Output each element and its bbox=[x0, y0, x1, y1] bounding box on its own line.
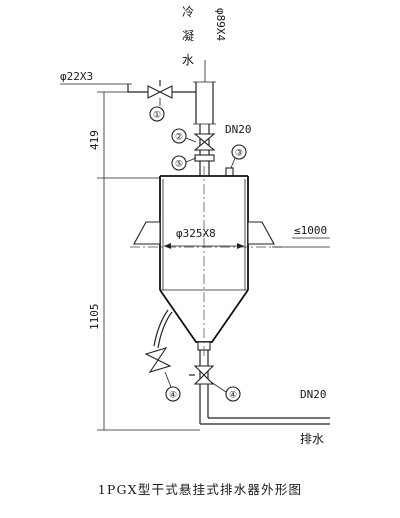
svg-text:③: ③ bbox=[235, 149, 243, 159]
svg-text:水: 水 bbox=[182, 53, 194, 67]
side-drain: ④ bbox=[144, 309, 181, 402]
pipe-side-size-label: φ22X3 bbox=[60, 70, 93, 83]
bottom-drain: ④ bbox=[189, 350, 330, 425]
svg-text:1105: 1105 bbox=[88, 304, 101, 331]
side-branch-pipe: φ22X3 ① bbox=[60, 70, 196, 122]
svg-text:④: ④ bbox=[169, 391, 177, 401]
callout-4-right bbox=[225, 386, 241, 402]
condenser-water-label: 冷 凝 水 bbox=[182, 5, 194, 67]
level-indicator: ≤1000 bbox=[272, 224, 330, 248]
svg-text:419: 419 bbox=[88, 130, 101, 150]
svg-text:排水: 排水 bbox=[300, 432, 324, 446]
svg-text:φ325X8: φ325X8 bbox=[176, 227, 216, 240]
dimension-419: 419 bbox=[88, 91, 160, 179]
support-lugs bbox=[133, 221, 275, 245]
pipe-top-size-label: φ89X4 bbox=[214, 8, 227, 41]
svg-text:DN20: DN20 bbox=[300, 388, 327, 401]
upper-dn-port: DN20 ③ bbox=[225, 123, 252, 177]
condenser-inlet-pipe bbox=[193, 60, 216, 125]
svg-text:凝: 凝 bbox=[182, 28, 194, 43]
dn-upper-label: DN20 bbox=[225, 123, 252, 136]
dimension-diameter: φ325X8 bbox=[164, 227, 244, 249]
callout-2 bbox=[171, 128, 187, 144]
upper-connection: ② ⑤ bbox=[171, 124, 216, 176]
svg-text:⑤: ⑤ bbox=[175, 160, 183, 170]
callout-3 bbox=[231, 144, 247, 160]
svg-text:④: ④ bbox=[229, 391, 237, 401]
svg-text:②: ② bbox=[175, 133, 183, 143]
callout-5 bbox=[171, 155, 187, 171]
svg-text:①: ① bbox=[153, 111, 161, 121]
svg-text:冷: 冷 bbox=[182, 5, 194, 19]
callout-1 bbox=[149, 106, 165, 122]
drawing-title: 1PGX型干式悬挂式排水器外形图 bbox=[98, 482, 302, 497]
drain-outlet-labels: DN20 排水 bbox=[300, 388, 327, 446]
dimension-1105: 1105 bbox=[88, 178, 200, 431]
svg-text:≤1000: ≤1000 bbox=[294, 224, 327, 237]
callout-4-left bbox=[165, 386, 181, 402]
